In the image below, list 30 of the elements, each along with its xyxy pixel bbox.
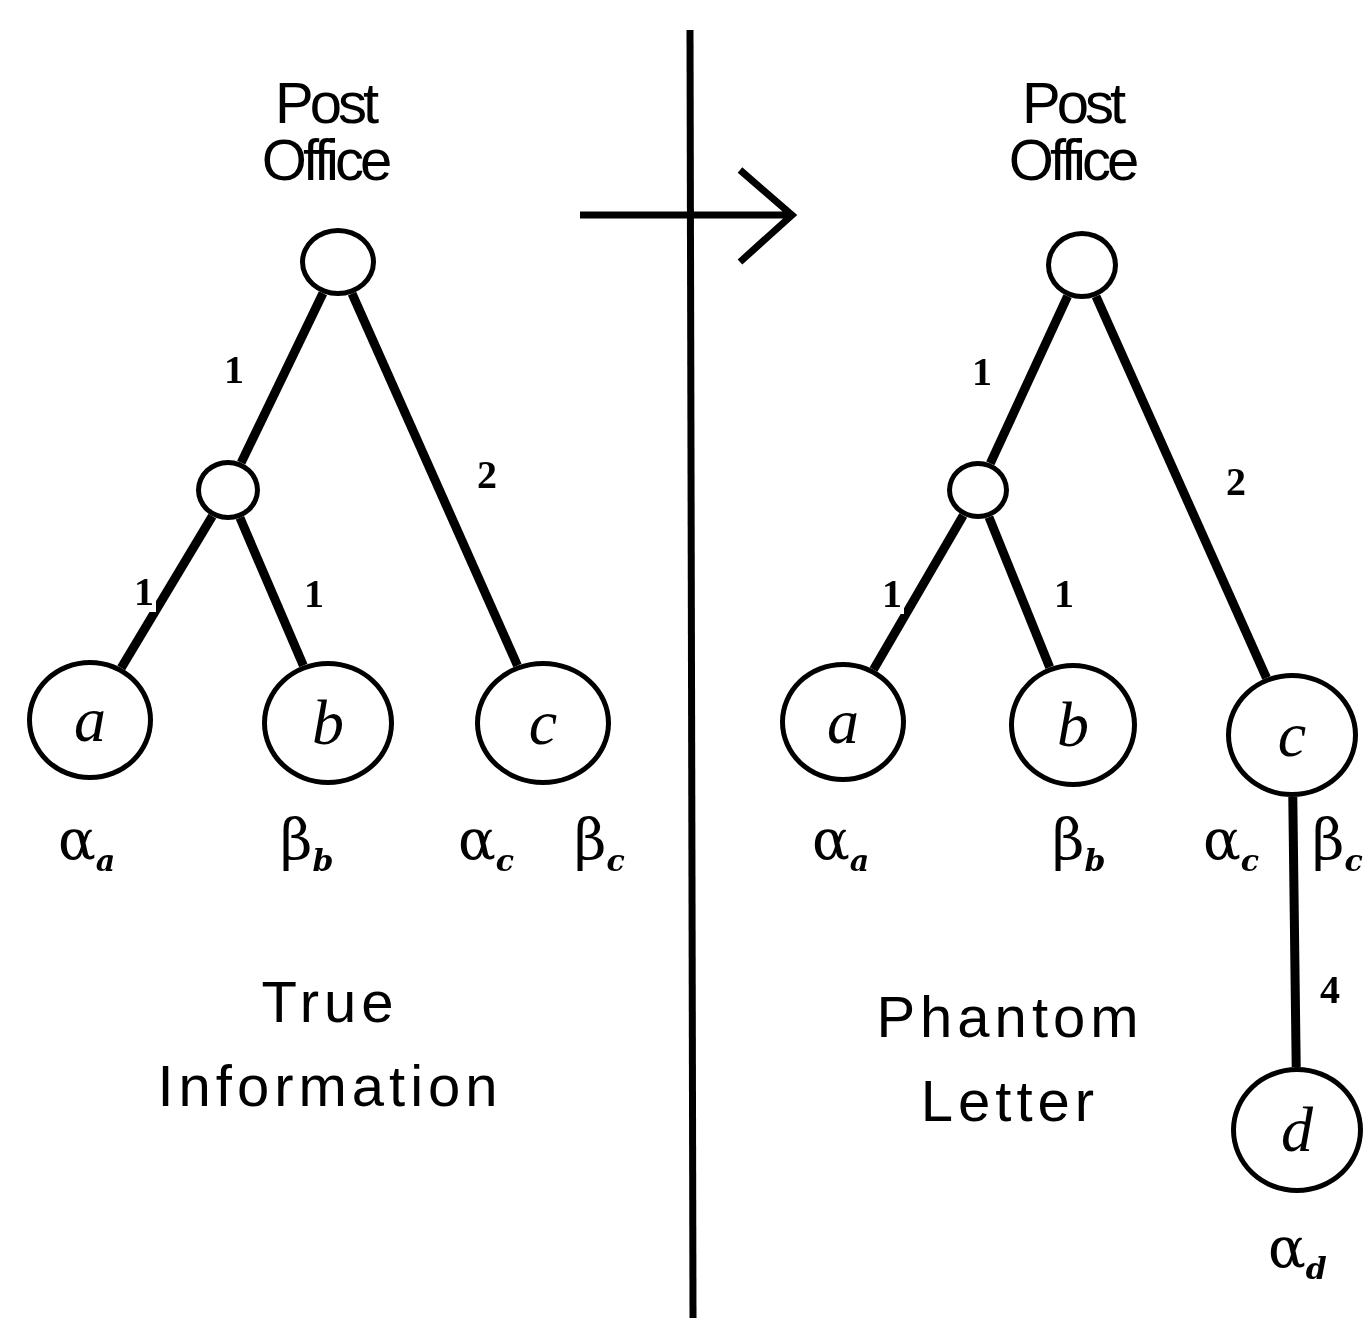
connector-line [869,513,968,672]
node-symbol-label: β$_{b}$ [1052,812,1106,877]
connector-line [235,516,308,668]
panel-caption: Phantom Letter [875,983,1145,1136]
node-caption: Post Office [260,75,390,189]
connector-line [237,291,327,465]
node-circle: b [262,661,394,785]
node-symbol-label: α$_{a}$ [58,812,116,877]
node-caption: Post Office [1007,75,1137,189]
connector-line [1091,294,1271,680]
node-symbol-label: β$_{b}$ [280,812,334,877]
connector-line [117,513,217,671]
node-circle: d [1231,1067,1363,1193]
node-symbol-label: α$_{c}$ [1203,812,1260,877]
junction-circle [196,460,260,520]
connector-line [347,291,522,668]
connector-line [984,515,1054,669]
node-circle: a [27,660,153,780]
node-circle: c [1226,673,1358,797]
node-symbol-label: α$_{d}$ [1268,1220,1327,1285]
node-circle: a [780,662,906,782]
node-symbol-label: β$_{c}$ [1312,812,1363,877]
connector-line [986,294,1072,466]
panel-caption: True Information [156,968,504,1121]
node-symbol-label: β$_{c}$ [574,812,625,877]
node-circle: c [475,661,611,785]
node-symbol-label: α$_{c}$ [458,812,515,877]
node-circle: b [1009,663,1137,787]
node-symbol-label: α$_{a}$ [812,812,870,877]
connector-line [1288,796,1301,1068]
